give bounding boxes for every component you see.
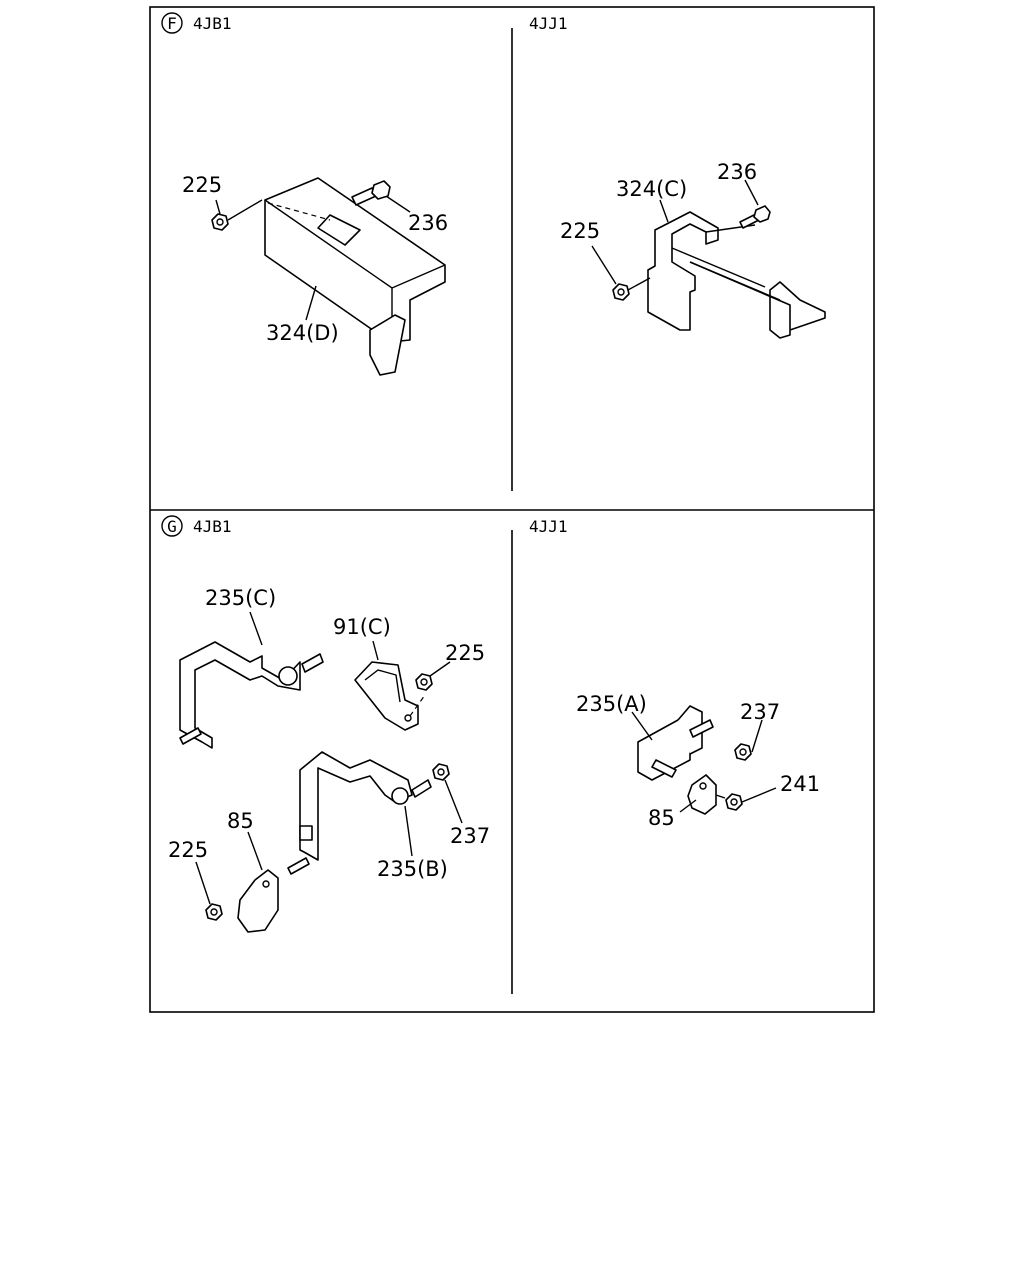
label-324c: 324(C): [616, 177, 687, 201]
leader-236-f-right: [744, 179, 759, 206]
label-237-g-right: 237: [740, 700, 780, 724]
section-f-marker-circle: [161, 12, 183, 34]
nut-225-f-right: [612, 283, 630, 301]
label-91c: 91(C): [333, 615, 391, 639]
section-g-header: G 4JB1 4JJ1: [161, 515, 568, 537]
bolt-236-f-left: [351, 180, 391, 206]
label-225-g-clip: 225: [445, 641, 485, 665]
leader-237-g-right: [751, 719, 763, 753]
bracket-324c-drawing: [647, 211, 826, 339]
clamp-85-g-left: [237, 869, 279, 933]
nut-225-g-left: [205, 903, 223, 921]
leader-237-g-left: [444, 779, 463, 824]
label-225-g-left: 225: [168, 838, 208, 862]
section-g-right-model: 4JJ1: [529, 517, 568, 536]
label-85-g-left: 85: [227, 809, 254, 833]
bolt-235b-lower: [287, 857, 310, 875]
leader-235a: [631, 711, 653, 741]
bolt-235c-lower: [179, 727, 202, 745]
section-f-marker: F: [167, 14, 177, 33]
section-g-marker-circle: [161, 515, 183, 537]
bracket-235a-drawing: [637, 705, 714, 781]
nut-225-f-left: [211, 213, 229, 231]
leader-324d: [305, 285, 317, 321]
leader-225-f-right-to-bracket: [627, 277, 651, 291]
nut-225-g-clip: [415, 673, 433, 691]
section-g-left-model: 4JB1: [193, 517, 232, 536]
leader-91c: [372, 640, 379, 661]
label-237-g-left: 237: [450, 824, 490, 848]
label-225-f-left: 225: [182, 173, 222, 197]
leader-241: [741, 787, 777, 803]
leader-236-f-left: [385, 195, 411, 213]
label-241: 241: [780, 772, 820, 796]
section-f-right-model: 4JJ1: [529, 14, 568, 33]
leader-225-g-clip: [429, 661, 451, 677]
leader-324c: [659, 199, 669, 223]
bolt-236-f-right: [739, 205, 771, 229]
bracket-235c-drawing: [179, 641, 324, 749]
leader-225-f-left: [215, 199, 221, 215]
bracket-324d-drawing: [264, 177, 446, 376]
label-235b: 235(B): [377, 857, 448, 881]
label-225-f-right: 225: [560, 219, 600, 243]
leader-225-f-right: [591, 245, 617, 285]
label-324d: 324(D): [266, 321, 339, 345]
leader-85-g-left: [247, 831, 263, 871]
bolt-235a-lower: [651, 759, 677, 778]
clamp-85-g-right: [687, 774, 726, 815]
section-f-left-model: 4JB1: [193, 14, 232, 33]
leader-235b: [404, 805, 413, 857]
label-85-g-right: 85: [648, 806, 675, 830]
leader-225-g-left: [195, 861, 211, 905]
leader-235c: [249, 611, 263, 646]
nut-237-g-right: [734, 743, 752, 761]
nut-237-g-left: [432, 763, 450, 781]
label-236-f-right: 236: [717, 160, 757, 184]
leader-225-f-left-to-bracket: [227, 199, 263, 221]
nut-241-g-right: [725, 793, 743, 811]
bracket-235b-drawing: [299, 751, 432, 861]
label-235a: 235(A): [576, 692, 647, 716]
section-f-header: F 4JB1 4JJ1: [161, 12, 568, 34]
section-g-marker: G: [167, 517, 177, 536]
label-235c: 235(C): [205, 586, 276, 610]
clip-91c-drawing: [354, 661, 426, 731]
label-236-f-left: 236: [408, 211, 448, 235]
leader-85-g-right: [679, 799, 697, 813]
